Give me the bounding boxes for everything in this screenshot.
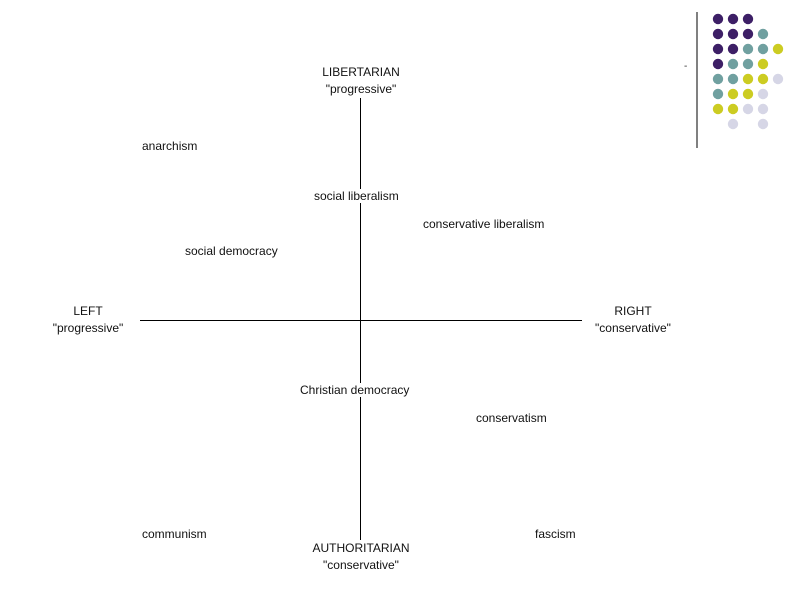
pole-left-name: LEFT [73,304,103,318]
decorative-dot [742,73,754,85]
label-conservatism: conservatism [476,411,547,425]
decorative-dot [742,88,754,100]
pole-libertarian: LIBERTARIAN "progressive" [300,64,422,98]
decorative-dot [727,73,739,85]
decorative-dot [757,43,769,55]
decorative-dot [727,43,739,55]
horizontal-axis [140,320,582,321]
decorative-dot [727,118,739,130]
decorative-dot [742,58,754,70]
decorative-dot [757,103,769,115]
pole-authoritarian: AUTHORITARIAN "conservative" [296,540,426,574]
pole-authoritarian-name: AUTHORITARIAN [296,540,426,557]
decorative-dot [742,103,754,115]
decorative-dot-grid: - [684,12,784,148]
decorative-dot [742,28,754,40]
label-christian-democracy: Christian democracy [298,383,412,397]
decorative-dot [712,43,724,55]
decorative-dot [772,73,784,85]
label-communism: communism [142,527,207,541]
decorative-dot [757,118,769,130]
decorative-dot [727,13,739,25]
decorative-dash: - [684,61,687,72]
decorative-dot [727,28,739,40]
decorative-dot [727,88,739,100]
decorative-dot [712,28,724,40]
decorative-dot [757,73,769,85]
pole-right-name: RIGHT [614,304,652,318]
label-anarchism: anarchism [142,139,198,153]
decorative-dots [712,13,784,130]
decorative-dot [742,43,754,55]
decorative-dot [727,58,739,70]
label-conservative-liberalism: conservative liberalism [423,217,545,231]
decorative-dot [712,88,724,100]
pole-right: RIGHT "conservative" [586,303,680,337]
decorative-dot [712,58,724,70]
pole-left: LEFT "progressive" [40,303,136,337]
decorative-dot [757,88,769,100]
decorative-dot [712,13,724,25]
label-social-liberalism: social liberalism [312,189,401,203]
label-social-democracy: social democracy [185,244,278,258]
decorative-dot [742,13,754,25]
pole-libertarian-subtitle: "progressive" [325,82,397,96]
pole-authoritarian-subtitle: "conservative" [323,558,399,572]
decorative-dot [772,43,784,55]
label-fascism: fascism [535,527,576,541]
pole-right-subtitle: "conservative" [595,321,671,335]
decorative-dot [712,103,724,115]
pole-left-subtitle: "progressive" [52,321,124,335]
decorative-dot [712,73,724,85]
decorative-dot [727,103,739,115]
decorative-dot [757,28,769,40]
decorative-dot [757,58,769,70]
pole-libertarian-name: LIBERTARIAN [322,65,400,79]
